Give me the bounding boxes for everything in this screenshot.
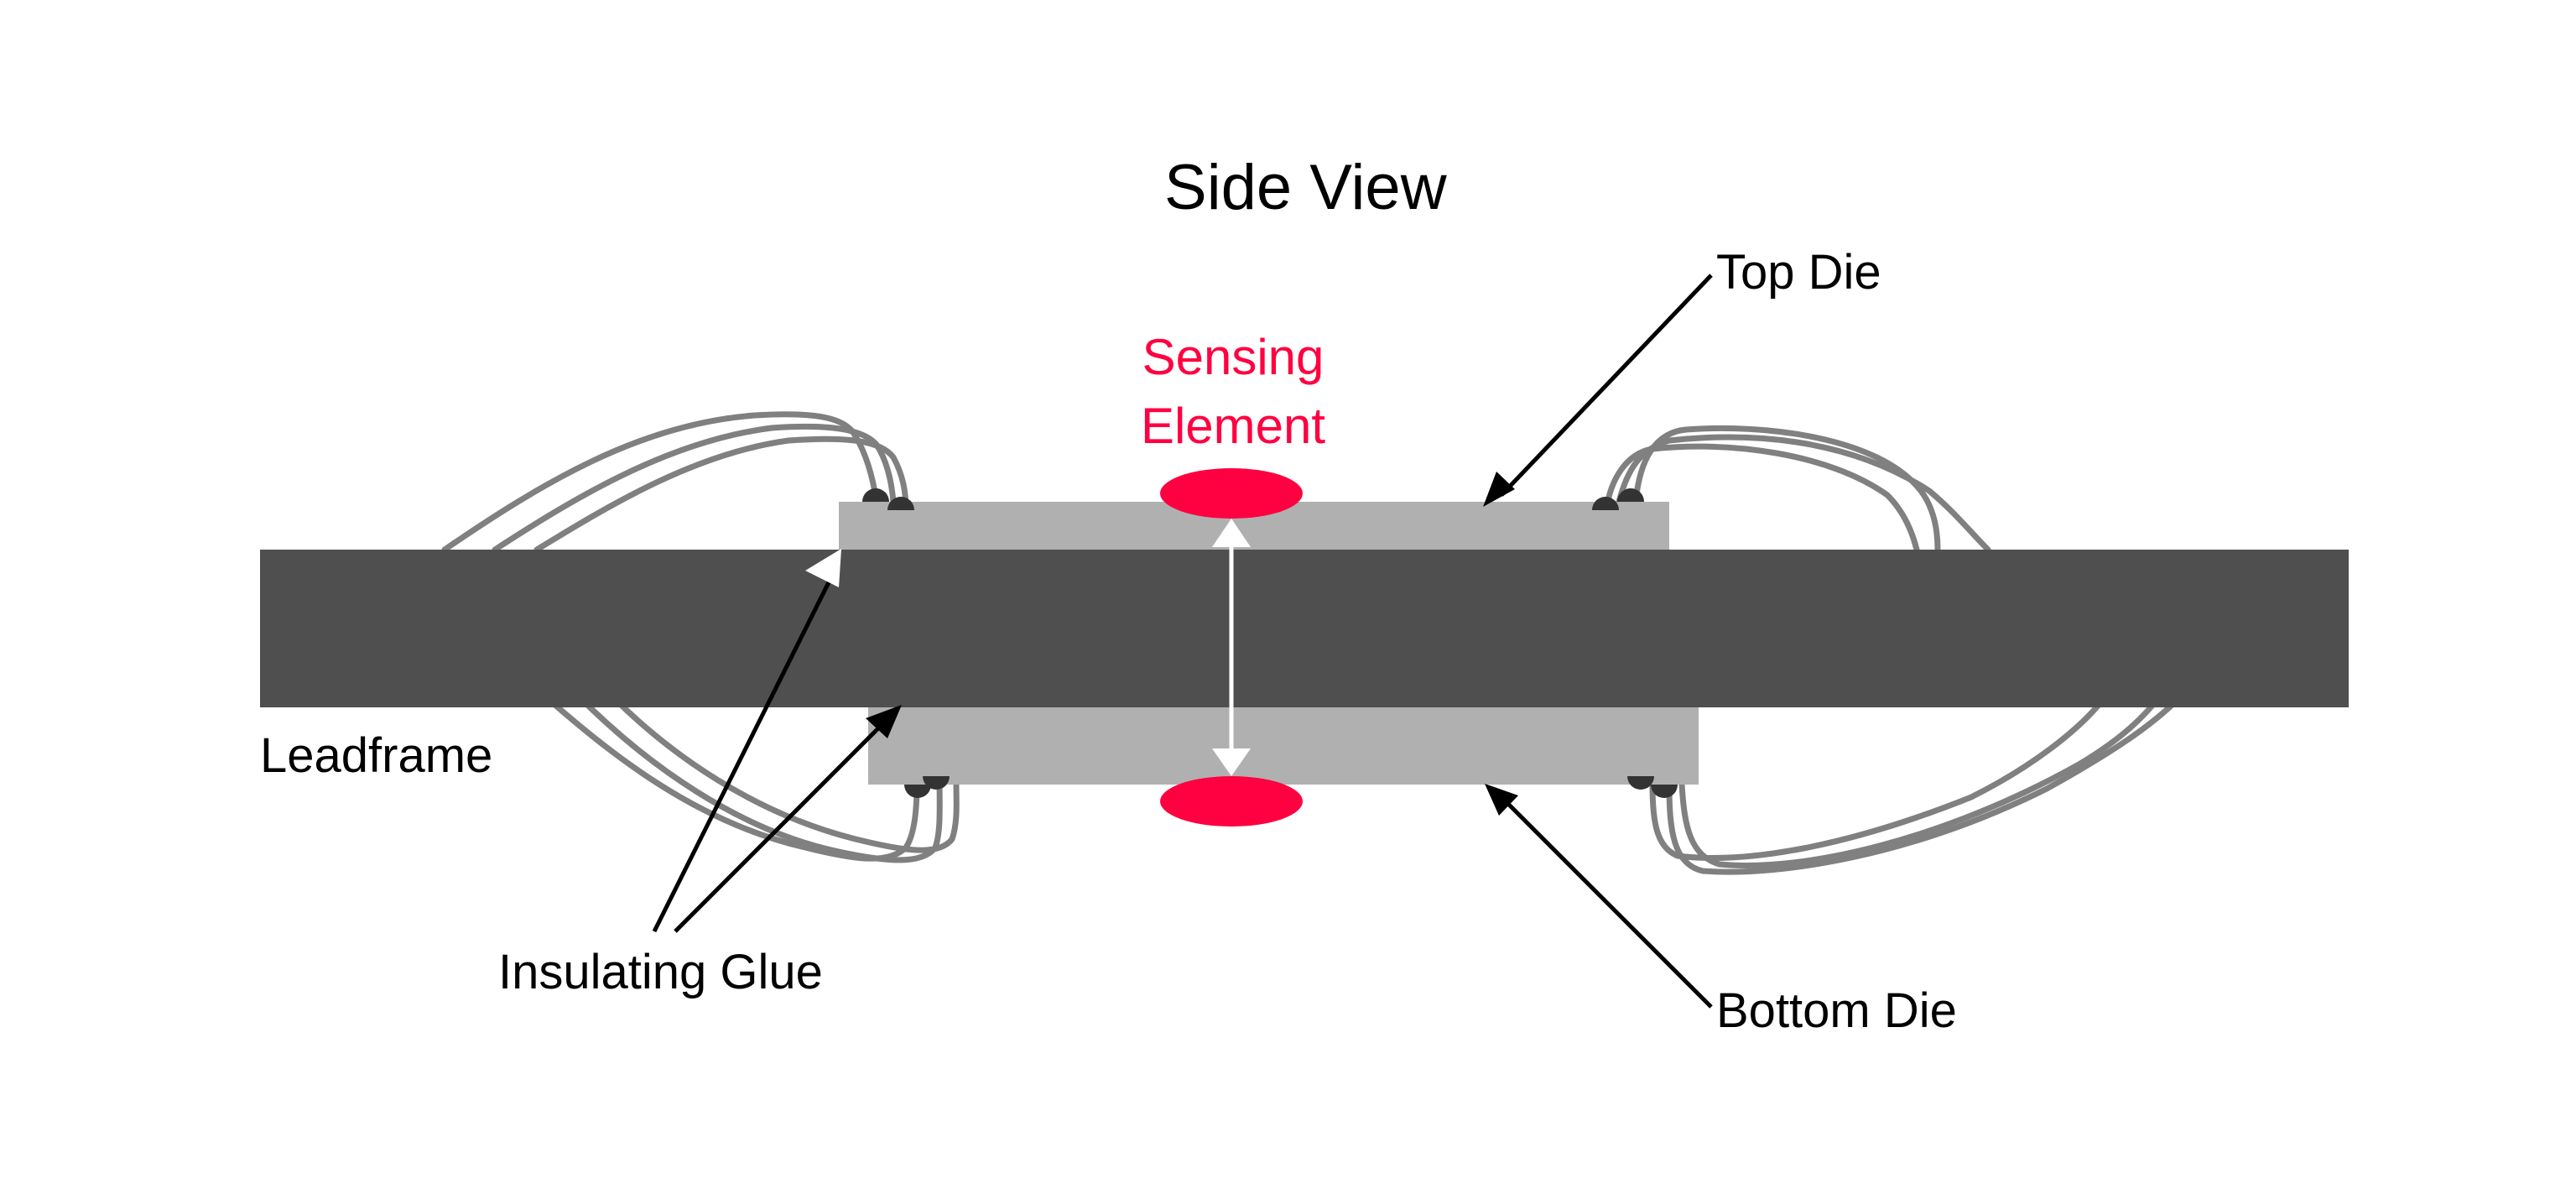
glue-arrow-lower [674,720,887,933]
leadframe [260,550,2349,707]
sensing-element-label: Sensing Element [1116,323,1350,460]
sensing-label-line2: Element [1140,397,1326,454]
callout-arrows [652,274,1713,1009]
bond-wire [492,423,897,553]
sensing-label-line1: Sensing [1142,329,1324,385]
sensing-element-bottom [1160,776,1303,827]
bond-wire [441,411,880,553]
bond-wire [1649,693,2109,861]
glue-arrowhead-lower [866,705,902,738]
bond-pad [1651,785,1678,798]
diagram-title: Side View [1164,152,1447,223]
insulating-glue-label: Insulating Glue [498,945,823,999]
bond-wire [533,435,909,553]
bottom-die-arrowhead [1485,784,1518,816]
top-die-arrow [1500,274,1713,497]
bond-wires [441,411,2184,875]
top-die-label: Top Die [1716,245,1881,300]
bond-wire [1678,693,2163,868]
bond-wire [542,693,920,862]
glue-arrow-upper [652,569,837,933]
bond-pad [923,776,950,790]
glue-arrowhead-upper [805,549,841,587]
bond-wire [1666,693,2184,875]
sensing-element-top [1160,468,1303,519]
bond-pad [887,497,914,510]
bond-pads [862,488,1678,798]
bottom-die-arrow [1504,800,1713,1009]
bottom-die-label: Bottom Die [1716,983,1957,1038]
bond-pad [1592,497,1619,510]
bond-wire [1616,434,1991,553]
bond-wire [575,693,943,863]
bond-pad [862,488,889,502]
bond-pad [1627,776,1654,790]
bottom-die [868,696,1699,785]
bond-wire [609,693,960,853]
leadframe-label: Leadframe [260,728,493,783]
bond-wire [1603,443,1920,553]
top-die-arrowhead [1483,472,1515,507]
bond-pad [904,785,931,798]
distance-arrow [1212,519,1251,776]
bond-pad [1617,488,1644,502]
